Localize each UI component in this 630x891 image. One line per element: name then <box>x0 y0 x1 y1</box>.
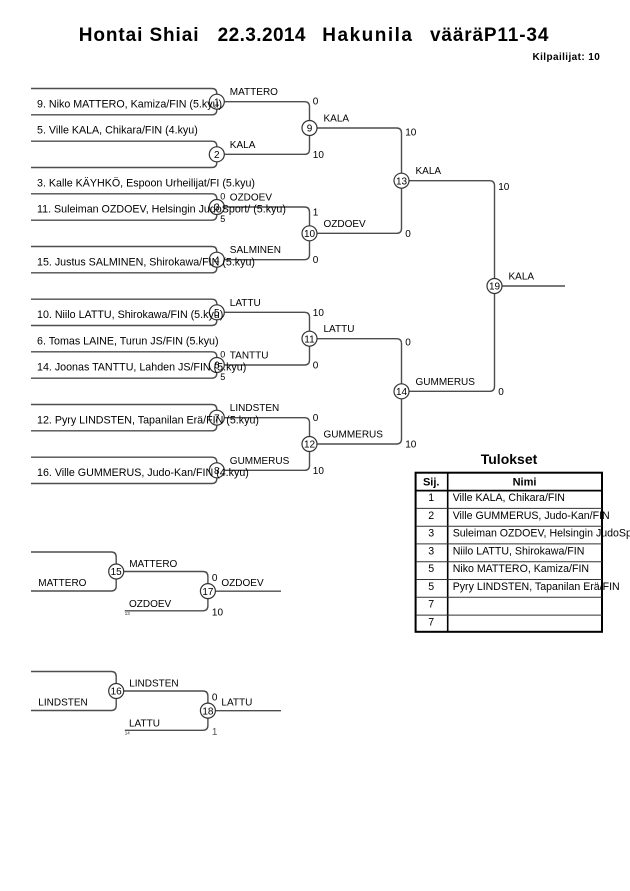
svg-text:11. Suleiman OZDOEV, Helsingin: 11. Suleiman OZDOEV, Helsingin JudoSport… <box>37 204 286 216</box>
svg-text:10: 10 <box>313 466 325 477</box>
svg-text:KALA: KALA <box>230 140 256 151</box>
svg-text:GUMMERUS: GUMMERUS <box>230 456 290 467</box>
svg-text:0: 0 <box>405 229 411 240</box>
svg-text:12. Pyry LINDSTEN, Tapanilan E: 12. Pyry LINDSTEN, Tapanilan Erä/FIN (5.… <box>37 414 259 426</box>
svg-text:5: 5 <box>220 372 225 382</box>
svg-text:19: 19 <box>489 282 501 293</box>
svg-text:2: 2 <box>214 150 220 161</box>
svg-text:10. Niilo LATTU, Shirokawa/FIN: 10. Niilo LATTU, Shirokawa/FIN (5.kyu) <box>37 309 223 321</box>
svg-text:1: 1 <box>212 727 218 738</box>
svg-text:2: 2 <box>428 510 434 522</box>
svg-text:vääräP11-34: vääräP11-34 <box>430 25 549 46</box>
svg-text:LATTU: LATTU <box>129 719 160 730</box>
svg-text:Kilpailijat: 10: Kilpailijat: 10 <box>533 52 601 63</box>
svg-text:0: 0 <box>498 387 504 398</box>
svg-text:Suleiman OZDOEV, Helsingin Jud: Suleiman OZDOEV, Helsingin JudoSport/ <box>453 528 630 540</box>
svg-text:10: 10 <box>313 150 325 161</box>
svg-text:7: 7 <box>214 413 220 424</box>
svg-text:15. Justus SALMINEN, Shirokawa: 15. Justus SALMINEN, Shirokawa/FIN (5.ky… <box>37 256 255 268</box>
svg-text:OZDOEV: OZDOEV <box>221 578 264 589</box>
svg-text:5. Ville KALA, Chikara/FIN (4.: 5. Ville KALA, Chikara/FIN (4.kyu) <box>37 125 198 137</box>
svg-text:Tulokset: Tulokset <box>481 451 538 467</box>
svg-text:0: 0 <box>220 349 225 359</box>
svg-text:6. Tomas LAINE, Turun JS/FIN (: 6. Tomas LAINE, Turun JS/FIN (5.kyu) <box>37 335 219 347</box>
svg-text:OZDOEV: OZDOEV <box>324 219 367 230</box>
svg-text:MATTERO: MATTERO <box>129 559 177 570</box>
svg-text:3: 3 <box>428 528 434 540</box>
svg-text:12: 12 <box>304 440 316 451</box>
svg-text:13: 13 <box>125 611 131 616</box>
svg-text:LATTU: LATTU <box>324 324 355 335</box>
svg-text:3: 3 <box>428 545 434 557</box>
svg-text:Ville GUMMERUS, Judo-Kan/FIN: Ville GUMMERUS, Judo-Kan/FIN <box>453 510 610 522</box>
svg-text:3: 3 <box>214 203 220 214</box>
svg-text:0: 0 <box>212 693 218 704</box>
svg-text:1: 1 <box>313 208 319 219</box>
svg-text:GUMMERUS: GUMMERUS <box>324 429 384 440</box>
svg-text:16: 16 <box>111 687 123 698</box>
svg-text:TANTTU: TANTTU <box>230 350 269 361</box>
svg-text:OZDOEV: OZDOEV <box>230 192 273 203</box>
svg-text:22.3.2014: 22.3.2014 <box>218 25 306 46</box>
svg-text:11: 11 <box>304 334 315 345</box>
svg-text:KALA: KALA <box>509 271 535 282</box>
svg-text:7: 7 <box>428 599 434 611</box>
svg-text:6: 6 <box>214 361 220 372</box>
svg-text:MATTERO: MATTERO <box>230 87 278 98</box>
svg-text:KALA: KALA <box>324 113 350 124</box>
svg-text:13: 13 <box>396 176 408 187</box>
svg-text:Ville KALA, Chikara/FIN: Ville KALA, Chikara/FIN <box>453 492 565 504</box>
svg-text:LINDSTEN: LINDSTEN <box>129 678 178 689</box>
svg-text:14: 14 <box>396 387 408 398</box>
svg-text:10: 10 <box>498 182 510 193</box>
svg-text:Hakunila: Hakunila <box>322 25 413 46</box>
svg-text:0: 0 <box>212 573 218 584</box>
svg-text:16. Ville GUMMERUS, Judo-Kan/F: 16. Ville GUMMERUS, Judo-Kan/FIN (4.kyu) <box>37 467 249 479</box>
svg-text:10: 10 <box>313 308 325 319</box>
svg-text:Nimi: Nimi <box>513 476 537 488</box>
svg-text:14: 14 <box>125 731 131 736</box>
svg-text:15: 15 <box>111 567 123 578</box>
svg-text:LATTU: LATTU <box>230 298 261 309</box>
svg-text:1: 1 <box>214 97 220 108</box>
svg-text:10: 10 <box>405 128 417 139</box>
svg-text:5: 5 <box>220 214 225 224</box>
svg-text:9: 9 <box>307 124 313 135</box>
svg-text:Niilo LATTU, Shirokawa/FIN: Niilo LATTU, Shirokawa/FIN <box>453 545 585 557</box>
svg-text:5: 5 <box>428 563 434 575</box>
svg-text:8: 8 <box>214 466 220 477</box>
svg-text:SALMINEN: SALMINEN <box>230 245 281 256</box>
svg-text:0: 0 <box>313 413 319 424</box>
svg-text:1: 1 <box>428 492 434 504</box>
svg-text:GUMMERUS: GUMMERUS <box>416 377 476 388</box>
svg-text:5: 5 <box>428 581 434 593</box>
svg-text:9. Niko MATTERO, Kamiza/FIN (5: 9. Niko MATTERO, Kamiza/FIN (5.kyu) <box>37 98 222 110</box>
svg-text:0: 0 <box>405 338 411 349</box>
svg-text:Hontai Shiai: Hontai Shiai <box>79 25 200 46</box>
svg-text:0: 0 <box>220 191 225 201</box>
svg-text:14. Joonas TANTTU, Lahden JS/F: 14. Joonas TANTTU, Lahden JS/FIN (5.kyu) <box>37 362 246 374</box>
svg-text:0: 0 <box>313 255 319 266</box>
svg-text:10: 10 <box>405 440 417 451</box>
svg-text:7: 7 <box>428 617 434 629</box>
svg-text:MATTERO: MATTERO <box>38 578 86 589</box>
svg-text:Pyry LINDSTEN, Tapanilan Erä/F: Pyry LINDSTEN, Tapanilan Erä/FIN <box>453 581 620 593</box>
svg-text:LINDSTEN: LINDSTEN <box>230 403 279 414</box>
svg-text:LINDSTEN: LINDSTEN <box>38 697 87 708</box>
svg-text:LATTU: LATTU <box>221 698 252 709</box>
svg-text:OZDOEV: OZDOEV <box>129 599 172 610</box>
svg-text:17: 17 <box>202 587 214 598</box>
svg-text:Sij.: Sij. <box>423 476 440 488</box>
svg-text:10: 10 <box>304 229 316 240</box>
svg-text:5: 5 <box>214 308 220 319</box>
svg-text:18: 18 <box>202 706 214 717</box>
svg-text:0: 0 <box>313 97 319 108</box>
svg-text:0: 0 <box>313 361 319 372</box>
svg-text:KALA: KALA <box>416 166 442 177</box>
svg-text:10: 10 <box>212 607 224 618</box>
svg-text:3. Kalle KÄYHKÖ, Espoon Urheil: 3. Kalle KÄYHKÖ, Espoon Urheilijat/FI (5… <box>37 177 255 189</box>
svg-text:4: 4 <box>214 255 220 266</box>
svg-text:Niko MATTERO, Kamiza/FIN: Niko MATTERO, Kamiza/FIN <box>453 563 589 575</box>
